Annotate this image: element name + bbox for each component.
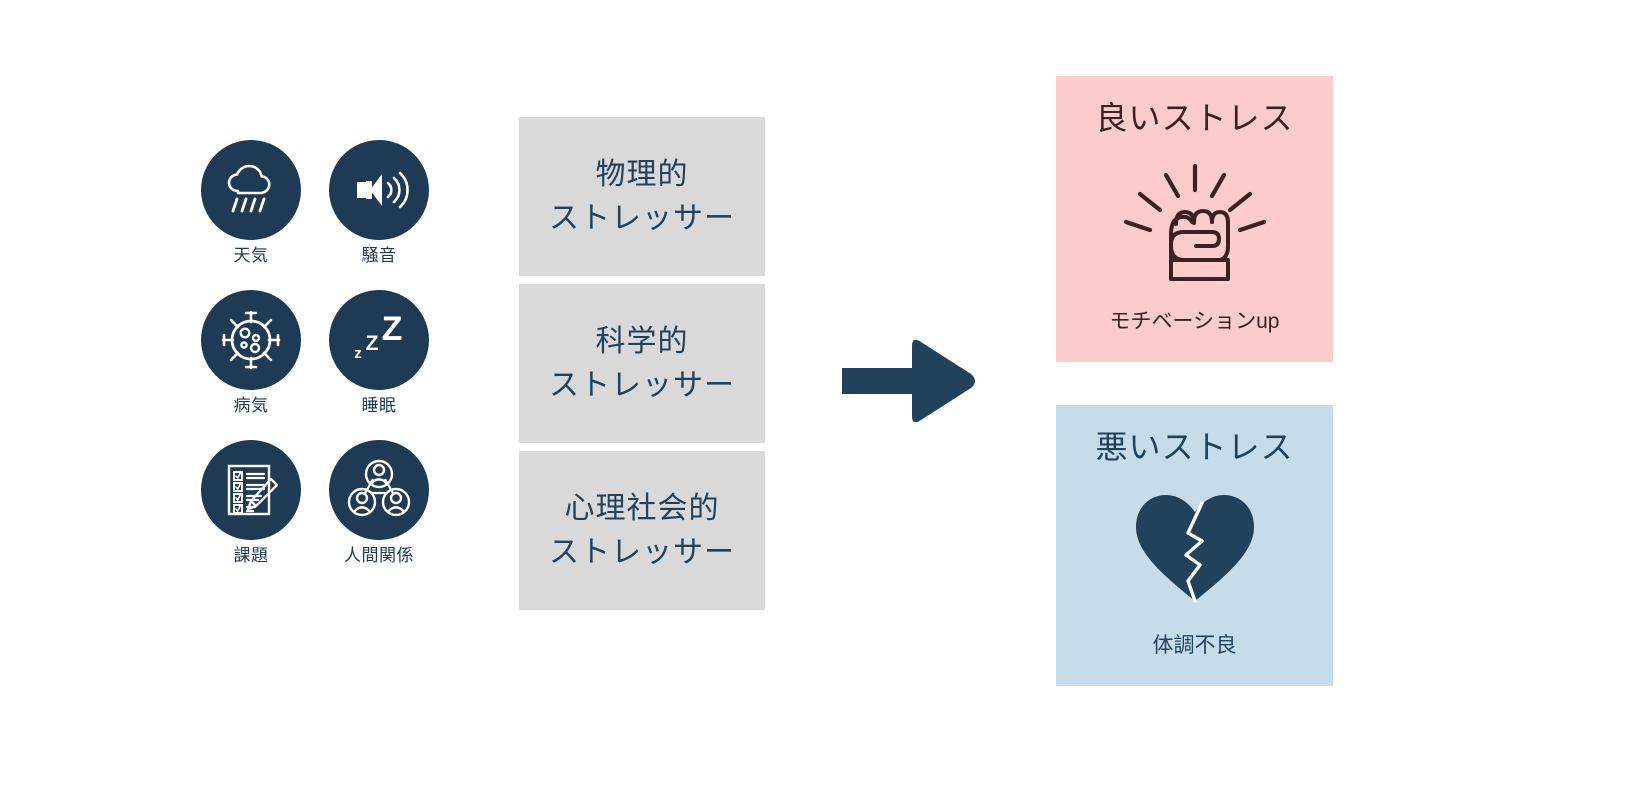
category-line-1: 心理社会的 — [564, 492, 720, 525]
speaker-volume-icon — [329, 140, 429, 240]
source-item-noise: 騒音 — [324, 140, 434, 264]
outcome-caption: 体調不良 — [1152, 634, 1237, 657]
svg-text:Z: Z — [382, 310, 403, 348]
right-arrow-icon — [840, 336, 980, 431]
svg-text:z: z — [354, 345, 362, 362]
source-label: 騒音 — [361, 246, 397, 265]
category-line-2: ストレッサー — [549, 368, 735, 402]
source-item-illness: 病気 — [196, 290, 306, 414]
source-label: 人間関係 — [344, 546, 414, 565]
source-label: 課題 — [233, 546, 269, 565]
sleep-zzz-icon: Z Z z — [329, 290, 429, 390]
source-label: 睡眠 — [361, 396, 397, 415]
source-item-weather: 天気 — [196, 140, 306, 264]
category-box-physical: 物理的 ストレッサー — [519, 117, 765, 276]
source-row: 課題 — [196, 440, 456, 564]
source-row: 天気 騒音 — [196, 140, 456, 264]
raised-fist-icon — [1056, 134, 1333, 311]
source-item-tasks: 課題 — [196, 440, 306, 564]
outcome-title: 悪いストレス — [1095, 429, 1294, 465]
outcome-panel-bad-stress: 悪いストレス 体調不良 — [1056, 405, 1333, 686]
source-row: 病気 Z Z z 睡眠 — [196, 290, 456, 414]
people-network-icon — [329, 440, 429, 540]
category-box-chemical: 科学的 ストレッサー — [519, 284, 765, 443]
category-line-1: 科学的 — [595, 325, 689, 358]
source-item-relationships: 人間関係 — [324, 440, 434, 564]
stressor-categories-group: 物理的 ストレッサー 科学的 ストレッサー 心理社会的 ストレッサー — [519, 117, 765, 618]
category-line-2: ストレッサー — [549, 201, 735, 235]
outcome-title: 良いストレス — [1095, 100, 1294, 136]
outcome-panel-good-stress: 良いストレス — [1056, 76, 1333, 362]
source-item-sleep: Z Z z 睡眠 — [324, 290, 434, 414]
category-line-2: ストレッサー — [549, 535, 735, 569]
virus-icon — [201, 290, 301, 390]
broken-heart-icon — [1056, 463, 1333, 635]
stressor-sources-group: 天気 騒音 — [196, 140, 456, 590]
category-box-psychosocial: 心理社会的 ストレッサー — [519, 451, 765, 610]
category-line-1: 物理的 — [595, 158, 689, 191]
source-label: 病気 — [233, 396, 269, 415]
outcome-caption: モチベーションup — [1109, 310, 1280, 333]
checklist-pencil-icon — [201, 440, 301, 540]
rain-cloud-icon — [201, 140, 301, 240]
source-label: 天気 — [233, 246, 269, 265]
svg-text:Z: Z — [366, 332, 379, 355]
